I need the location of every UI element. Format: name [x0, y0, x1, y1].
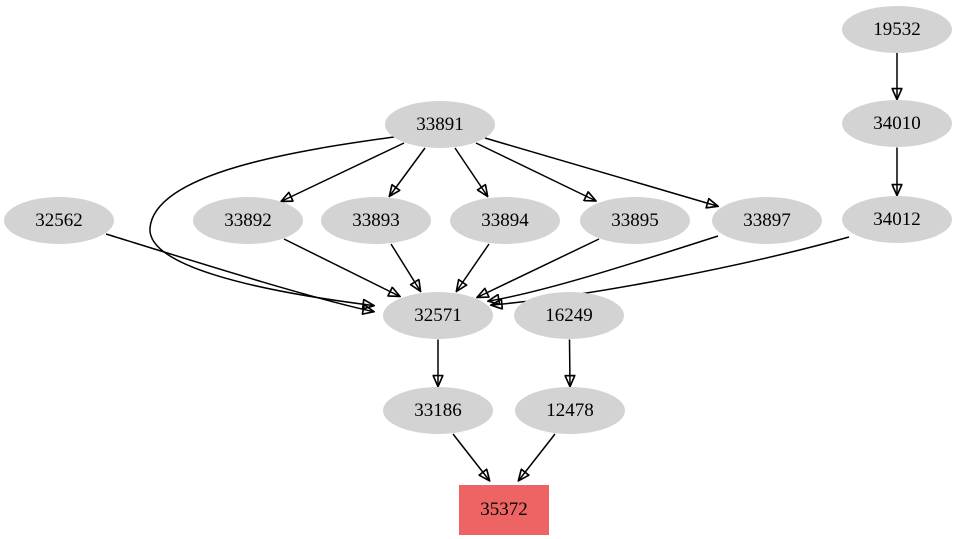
edge-33186-35372: [452, 433, 489, 480]
node-33894: 33894: [450, 197, 560, 244]
node-33895: 33895: [580, 197, 690, 244]
node-32571: 32571: [383, 292, 493, 339]
node-33186: 33186: [383, 387, 493, 434]
edge-33891-33897: [484, 137, 717, 206]
node-33893: 33893: [321, 197, 431, 244]
edge-33897-32571: [489, 235, 719, 301]
node-35372-highlighted: 35372: [459, 485, 549, 535]
edge-33891-33895: [475, 142, 595, 201]
edge-32562-32571: [105, 233, 373, 312]
edge-33894-32571: [457, 243, 490, 291]
node-33891: 33891: [385, 101, 495, 148]
node-19532: 19532: [842, 6, 952, 53]
node-34010: 34010: [842, 100, 952, 147]
edge-33895-32571: [478, 238, 600, 297]
edge-33891-33894: [454, 147, 487, 196]
node-32562: 32562: [4, 197, 114, 244]
edge-33891-33893: [390, 147, 426, 196]
edge-16249-12478: [570, 339, 571, 386]
node-12478: 12478: [515, 387, 625, 434]
node-16249: 16249: [514, 292, 624, 339]
edge-33891-32571: [149, 136, 395, 306]
node-34012: 34012: [842, 196, 952, 243]
edge-12478-35372: [519, 433, 556, 480]
edge-33891-33892: [282, 142, 405, 201]
edge-33893-32571: [390, 243, 420, 291]
node-33892: 33892: [193, 197, 303, 244]
node-33897: 33897: [712, 197, 822, 244]
edge-33892-32571: [283, 238, 399, 296]
